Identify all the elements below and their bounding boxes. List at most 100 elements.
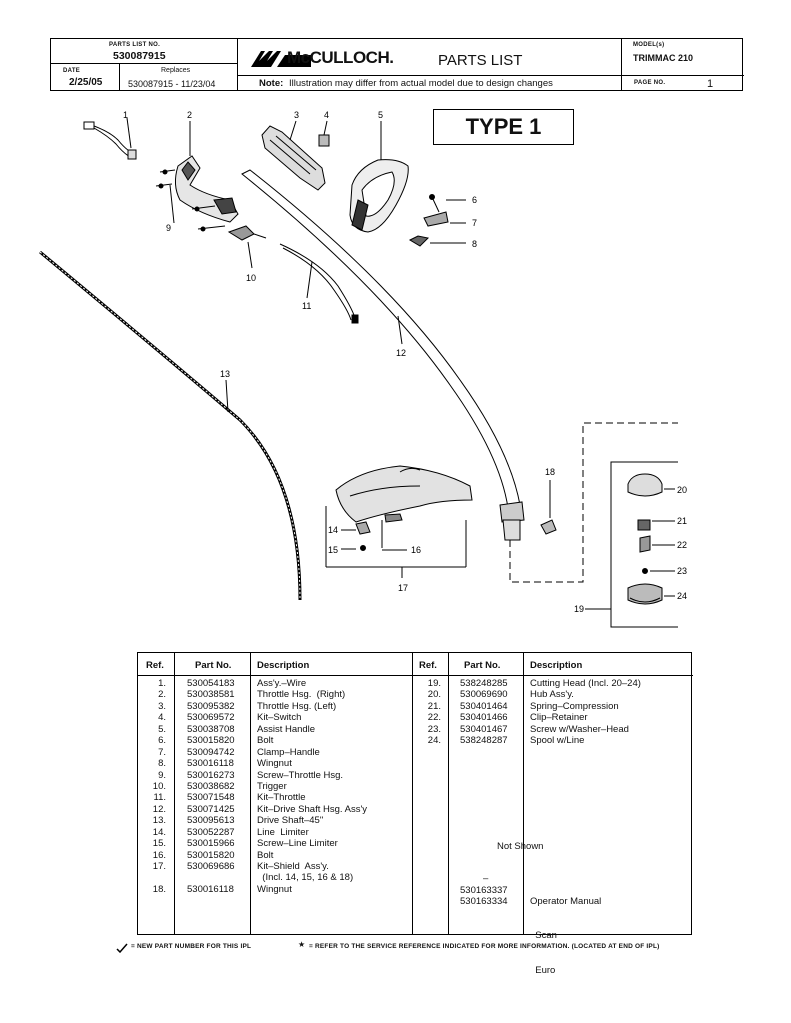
ref-cell: 15. xyxy=(152,838,166,850)
callout-2: 2 xyxy=(187,110,192,120)
desc-cell: Kit–Shield Ass'y. xyxy=(257,861,329,872)
ref-cell: 4. xyxy=(158,712,166,724)
dashed-leader xyxy=(509,422,678,583)
partno-cell: 530069690 xyxy=(460,689,508,701)
drive-shaft-housing-drawing xyxy=(241,169,525,541)
ref-cell: 23. xyxy=(427,723,441,735)
callout-22: 22 xyxy=(677,540,687,550)
bolt-clamp-wingnut-drawing xyxy=(408,194,466,247)
ref-cell: 14. xyxy=(152,826,166,838)
wire-assembly-drawing xyxy=(83,117,137,160)
callout-15: 15 xyxy=(328,545,338,555)
desc-cell: Kit–Throttle xyxy=(257,792,306,804)
ref-cell: 11. xyxy=(153,792,166,804)
model-label: MODEL(s) xyxy=(633,42,665,48)
exploded-parts-diagram: 1 2 3 4 5 6 7 8 9 10 11 12 13 14 15 16 1… xyxy=(39,110,687,628)
callout-10: 10 xyxy=(246,273,256,283)
callout-11: 11 xyxy=(302,301,311,311)
partno-cell: 530038708 xyxy=(187,723,235,735)
ref-cell: 19. xyxy=(427,678,441,689)
brand-name: McCULLOCH. xyxy=(287,48,394,67)
callout-17: 17 xyxy=(398,583,408,593)
mcculloch-logo xyxy=(251,49,311,72)
partno-cell: 530071425 xyxy=(187,803,235,815)
desc-cell: Kit–Drive Shaft Hsg. Ass'y xyxy=(257,803,368,815)
callout-3: 3 xyxy=(294,110,299,120)
desc-cell: Bolt xyxy=(257,849,274,861)
desc-cell: (Incl. 14, 15, 16 & 18) xyxy=(257,872,354,884)
dash-ref: – xyxy=(483,873,489,884)
doc-title: PARTS LIST xyxy=(438,52,523,69)
partno-cell: 530054183 xyxy=(187,678,235,689)
ref-cell: 2. xyxy=(158,689,166,701)
page-number: 1 xyxy=(707,78,714,90)
partno-cell: 530094742 xyxy=(187,746,235,758)
desc-cell: Bolt xyxy=(257,735,274,747)
desc-cell: Wingnut xyxy=(257,758,292,770)
callout-1: 1 xyxy=(123,110,128,120)
desc-cell: Euro xyxy=(530,964,556,976)
header-desc-right: Description xyxy=(530,660,583,671)
partno-cell: 530095613 xyxy=(187,815,235,827)
left-partno-column: 530054183 530038581 530095382 530069572 … xyxy=(187,678,235,895)
partno-cell: 530016118 xyxy=(187,758,234,770)
partno-cell: 530038682 xyxy=(187,780,235,792)
ref-cell: 9. xyxy=(158,769,166,781)
desc-cell: Ass'y.–Wire xyxy=(257,678,307,689)
extra-descriptions: Operator Manual Scan Euro xyxy=(530,873,601,999)
callout-20: 20 xyxy=(677,485,687,495)
partno-cell: 530015820 xyxy=(187,735,235,747)
desc-cell: Screw–Line Limiter xyxy=(257,838,338,850)
callout-9: 9 xyxy=(166,223,171,233)
partno-cell xyxy=(187,872,235,883)
partno-cell: 530015820 xyxy=(187,849,235,861)
throttle-kit-drawing xyxy=(279,243,359,324)
logo-mark-icon xyxy=(251,51,311,67)
trigger-drawing xyxy=(227,225,267,269)
ref-cell: 17. xyxy=(152,861,166,872)
wingnut-drawing xyxy=(540,480,557,535)
desc-cell: Throttle Hsg. (Left) xyxy=(257,700,337,712)
header-desc-left: Description xyxy=(257,660,310,671)
ref-cell: 10. xyxy=(152,780,166,792)
partno-cell: 530095382 xyxy=(187,700,235,712)
page-label: PAGE NO. xyxy=(634,80,666,86)
desc-cell: Trigger xyxy=(257,780,287,792)
shield-drawing xyxy=(325,465,473,578)
desc-cell: Hub Ass'y. xyxy=(530,689,574,701)
desc-cell: Cutting Head (Incl. 20–24) xyxy=(530,678,641,689)
callout-5: 5 xyxy=(378,110,383,120)
desc-cell: Kit–Switch xyxy=(257,712,302,724)
callout-24: 24 xyxy=(677,591,687,601)
callout-13: 13 xyxy=(220,369,230,379)
parts-list-no-label: PARTS LIST NO. xyxy=(109,42,161,48)
partno-cell: 530401467 xyxy=(460,723,508,735)
date-label: DATE xyxy=(63,68,81,74)
callout-21: 21 xyxy=(677,516,687,526)
ref-cell: 12. xyxy=(152,803,166,815)
desc-cell: Clip–Retainer xyxy=(530,712,588,724)
desc-cell: Screw w/Washer–Head xyxy=(530,723,629,735)
callout-4: 4 xyxy=(324,110,329,120)
partno-cell: 530069572 xyxy=(187,712,235,724)
replaces-label: Replaces xyxy=(161,67,191,74)
switch-kit-drawing xyxy=(318,120,330,147)
callout-numbers: 1 2 3 4 5 6 7 8 9 10 11 12 13 14 15 16 1… xyxy=(123,110,687,614)
cutting-head-group xyxy=(585,461,678,628)
extra-parts: 530163337 530163334 xyxy=(460,885,508,908)
ref-cell: 3. xyxy=(158,700,166,712)
note-label: Note: xyxy=(259,78,284,89)
callout-19: 19 xyxy=(574,604,584,614)
desc-cell: Spring–Compression xyxy=(530,700,619,712)
drive-shaft-flex-drawing xyxy=(39,250,302,601)
header-partno-left: Part No. xyxy=(195,660,232,671)
partno-cell: 530401466 xyxy=(460,712,508,724)
ref-cell: 7. xyxy=(158,746,166,758)
desc-cell: Throttle Hsg. (Right) xyxy=(257,689,346,701)
ref-cell: 18. xyxy=(152,883,166,895)
not-shown-label: Not Shown xyxy=(497,841,544,852)
ref-cell: 8. xyxy=(158,758,166,770)
ref-cell: 22. xyxy=(427,712,441,724)
desc-cell: Scan xyxy=(530,930,557,942)
header-partno-right: Part No. xyxy=(464,660,501,671)
